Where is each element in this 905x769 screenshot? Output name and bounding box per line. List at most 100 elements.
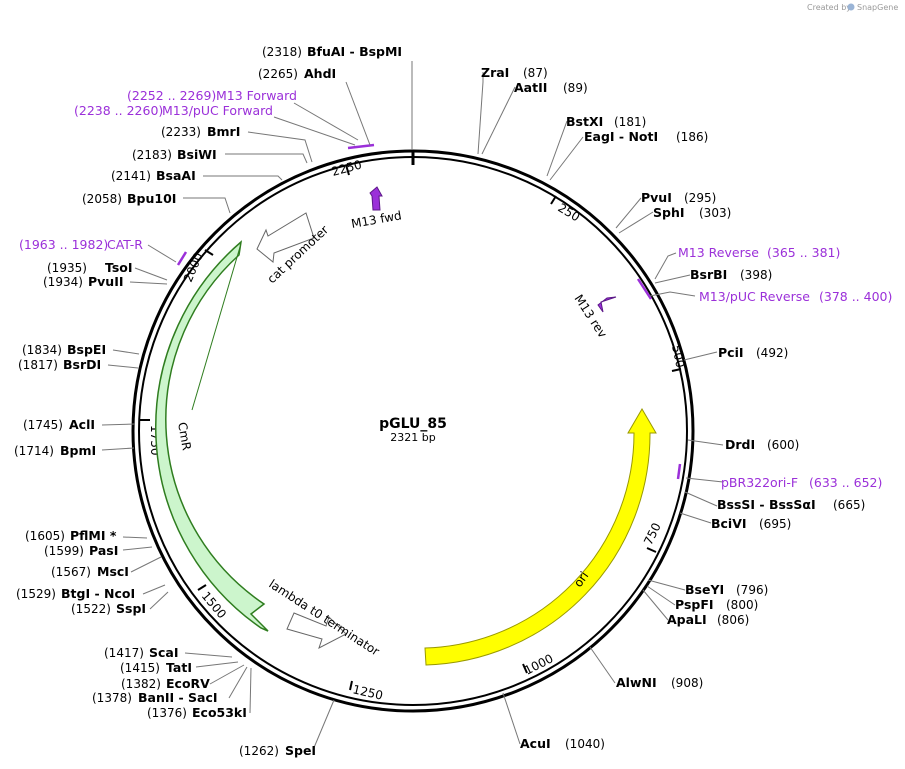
enzyme-name[interactable]: PflMI * [70,528,117,543]
enzyme-pos: (1935) [47,261,87,275]
primer-range: (2252 .. 2269) [127,88,216,103]
enzyme-name[interactable]: PspFI [675,597,714,612]
enzyme-name[interactable]: BpmI [60,443,96,458]
enzyme-name[interactable]: BssSI - BssSαI [717,497,816,512]
enzyme-name[interactable]: BsaAI [156,168,196,183]
enzyme-pos: (2058) [82,192,122,206]
enzyme-name[interactable]: AhdI [304,66,336,81]
enzyme-pos: (796) [736,583,768,597]
enzyme-name[interactable]: BsrBI [690,267,727,282]
tick-2250-mark [345,164,350,176]
primer-name[interactable]: pBR322ori-F [721,475,798,490]
primer-bar-m13-reverse[interactable] [636,278,653,300]
enzyme-pos: (303) [699,206,731,220]
primer-labels: (2252 .. 2269) M13 Forward (2238 .. 2260… [19,88,892,490]
enzyme-name[interactable]: BanII - SacI [138,690,218,705]
enzyme-name[interactable]: MscI [97,564,129,579]
enzyme-pos: (295) [684,191,716,205]
enzyme-pos: (1567) [51,565,91,579]
plasmid-length: 2321 bp [390,431,435,444]
tick-1250-mark [349,680,353,691]
enzyme-name[interactable]: BciVI [711,516,747,531]
enzyme-pos: (1417) [104,646,144,660]
tick-1250: 1250 [351,682,384,703]
enzyme-pos: (1714) [14,444,54,458]
enzyme-pos: (87) [523,66,548,80]
cmr-feature-arrow[interactable] [155,240,269,632]
enzyme-pos: (1817) [18,358,58,372]
enzyme-pos: (600) [767,438,799,452]
enzyme-name[interactable]: EagI - NotI [584,129,658,144]
enzyme-pos: (186) [676,130,708,144]
enzyme-name[interactable]: BmrI [207,124,240,139]
primer-bar-cat-r[interactable] [176,251,188,266]
primer-range: (1963 .. 1982) [19,237,108,252]
enzyme-name[interactable]: SphI [653,205,685,220]
enzyme-name[interactable]: BsrDI [63,357,101,372]
enzyme-pos: (1262) [239,744,279,758]
enzyme-name[interactable]: PvuI [641,190,672,205]
primer-name[interactable]: M13/pUC Forward [162,103,273,118]
enzyme-name[interactable]: ZraI [481,65,509,80]
primer-name[interactable]: M13 Reverse [678,245,759,260]
enzyme-pos: (1378) [92,691,132,705]
enzyme-pos: (1376) [147,706,187,720]
enzyme-name[interactable]: BtgI - NcoI [61,586,135,601]
primer-bars [176,143,682,480]
enzyme-name[interactable]: PciI [718,345,744,360]
brand-app-name: SnapGene [857,3,898,12]
enzyme-pos: (908) [671,676,703,690]
enzyme-name[interactable]: BseYI [685,582,724,597]
enzyme-name[interactable]: TsoI [105,260,133,275]
cmr-label: CmR [175,421,194,451]
leader-lines [101,61,724,751]
enzyme-name[interactable]: Bpu10I [127,191,176,206]
enzyme-name[interactable]: SpeI [285,743,316,758]
enzyme-name[interactable]: DrdI [725,437,755,452]
enzyme-name[interactable]: SspI [116,601,146,616]
enzyme-name[interactable]: PvuII [88,274,124,289]
enzyme-labels-left: (2318) BfuAI - BspMI (2265) AhdI (2233) … [14,44,402,758]
enzyme-pos: (695) [759,517,791,531]
enzyme-name[interactable]: Eco53kI [192,705,247,720]
tick-750: 750 [641,521,664,548]
enzyme-pos: (1605) [25,529,65,543]
enzyme-name[interactable]: ScaI [149,645,179,660]
m13-fwd-arrow[interactable] [369,186,383,211]
enzyme-pos: (800) [726,598,758,612]
tick-1500-mark [197,584,207,591]
enzyme-name[interactable]: PasI [89,543,118,558]
enzyme-name[interactable]: ApaLI [667,612,707,627]
enzyme-pos: (1522) [71,602,111,616]
enzyme-pos: (1529) [16,587,56,601]
primer-range: (378 .. 400) [819,289,892,304]
enzyme-name[interactable]: BstXI [566,114,603,129]
lambda-t0-terminator-arrow[interactable] [286,612,347,650]
enzyme-name[interactable]: AclI [69,417,95,432]
primer-bar-m13-forward[interactable] [347,143,375,150]
enzyme-name[interactable]: AcuI [520,736,551,751]
ori-feature-arrow[interactable] [424,408,657,666]
enzyme-name[interactable]: AlwNI [616,675,657,690]
enzyme-pos: (398) [740,268,772,282]
enzyme-name[interactable]: AatII [514,80,547,95]
tick-2000-mark [204,249,214,256]
enzyme-name[interactable]: EcoRV [166,676,210,691]
cmr-inner-line [191,246,241,411]
enzyme-labels-right: ZraI (87) AatII (89) BstXI (181) EagI - … [481,65,865,751]
enzyme-pos: (1599) [44,544,84,558]
enzyme-name[interactable]: BfuAI - BspMI [307,44,402,59]
cat-promoter-arrow[interactable] [256,212,315,263]
m13-rev-arrow[interactable] [597,296,617,313]
enzyme-pos: (2318) [262,45,302,59]
m13-rev-label: M13 rev [571,292,609,340]
enzyme-name[interactable]: BsiWI [177,147,217,162]
primer-bar-pbr322ori-f[interactable] [676,463,682,480]
primer-name[interactable]: CAT-R [107,237,143,252]
primer-name[interactable]: M13 Forward [216,88,297,103]
primer-name[interactable]: M13/pUC Reverse [699,289,810,304]
enzyme-name[interactable]: BspEI [67,342,106,357]
enzyme-pos: (1382) [121,677,161,691]
enzyme-name[interactable]: TatI [166,660,192,675]
enzyme-pos: (806) [717,613,749,627]
